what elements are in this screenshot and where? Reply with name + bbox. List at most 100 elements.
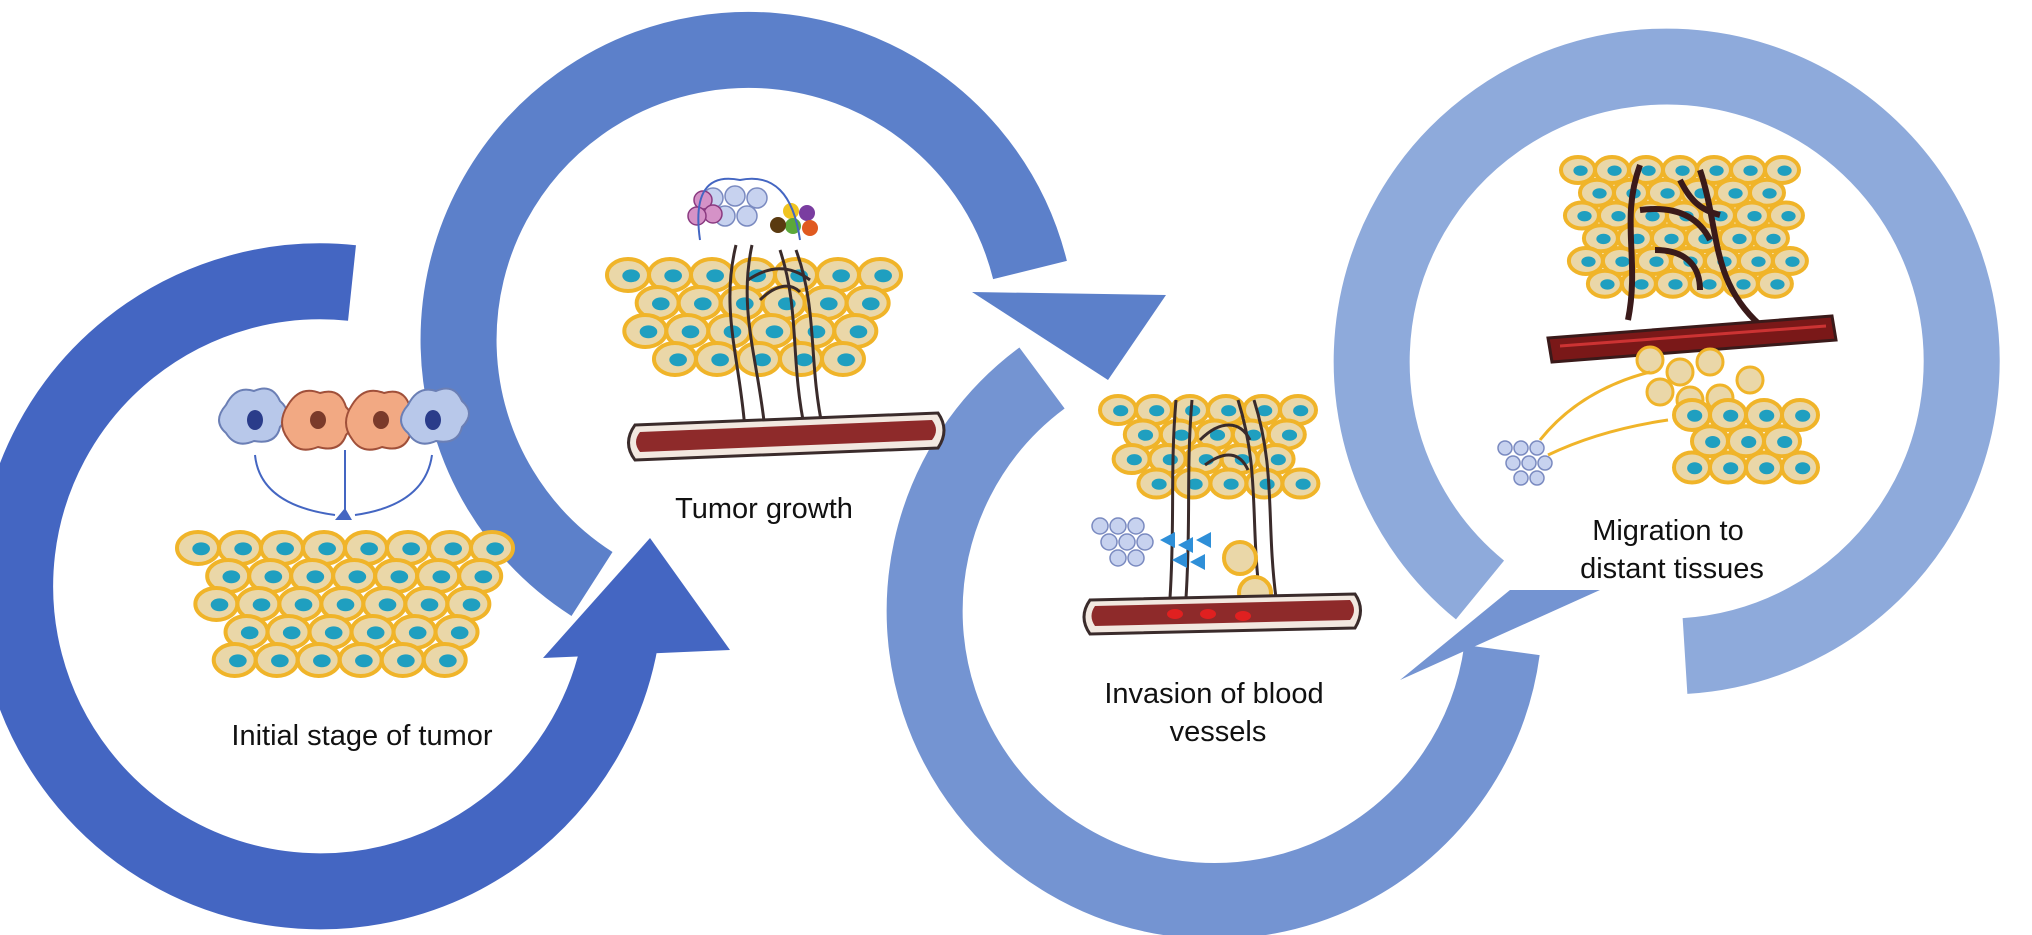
cell-nucleus — [1293, 405, 1309, 417]
cell-nucleus — [1723, 409, 1739, 422]
tumor-cell-cluster — [175, 530, 515, 678]
cell-nucleus — [408, 626, 427, 640]
tumor-growth-illustration — [605, 177, 946, 462]
cell-nucleus — [1759, 409, 1775, 422]
label-migration: Migration to distant tissues — [1580, 515, 1764, 585]
cell-nucleus — [669, 353, 687, 367]
cell-nucleus — [1687, 462, 1703, 475]
cell-nucleus — [1675, 165, 1690, 176]
cell-nucleus — [318, 542, 336, 556]
cell-nucleus — [1649, 256, 1664, 267]
cell-nucleus — [1223, 478, 1239, 490]
cell-nucleus — [1149, 405, 1165, 417]
cell-nucleus — [1641, 165, 1656, 176]
purple-cell — [703, 204, 723, 224]
cell-nucleus — [271, 654, 289, 668]
cell-nucleus — [849, 325, 868, 339]
cell-nucleus — [355, 654, 373, 668]
cell-nucleus — [1743, 165, 1758, 176]
cell-nucleus — [1209, 429, 1226, 441]
distant-tissue-colony — [1672, 398, 1820, 485]
cell-nucleus — [336, 598, 355, 612]
loop-2-arc — [420, 11, 1067, 616]
cell-nucleus — [765, 325, 784, 339]
cell-nucleus — [1785, 256, 1800, 267]
initial-stage-illustration — [175, 387, 515, 678]
cell-nucleus — [1759, 462, 1775, 475]
cell-nucleus — [1611, 210, 1626, 222]
cell-nucleus — [1126, 454, 1142, 466]
cell-nucleus — [1664, 233, 1679, 245]
cell-nucleus — [1645, 210, 1660, 222]
cell-nucleus — [861, 297, 880, 311]
immune-nucleus — [425, 410, 441, 430]
loop-2-arrow — [420, 11, 1166, 616]
mixed-cell — [799, 205, 815, 221]
cell-nucleus — [753, 353, 771, 367]
cell-nucleus — [397, 654, 415, 668]
cell-nucleus — [795, 353, 813, 367]
cell-nucleus — [1221, 405, 1237, 417]
label-invasion: Invasion of blood vessels — [1104, 678, 1331, 748]
cell-nucleus — [1615, 256, 1630, 267]
cell-nucleus — [420, 598, 439, 612]
cell-nucleus — [1766, 233, 1781, 245]
tumor-cell-cluster — [1098, 394, 1321, 500]
cell-nucleus — [1173, 429, 1190, 441]
cell-nucleus — [1770, 279, 1785, 290]
label-tumor-growth: Tumor growth — [675, 493, 853, 525]
loop-1-arrow — [0, 243, 730, 930]
cell-nucleus — [1781, 210, 1796, 222]
mixed-cell — [770, 217, 786, 233]
cell-nucleus — [313, 654, 331, 668]
cell-nucleus — [1281, 429, 1298, 441]
loop-1-arrowhead — [543, 538, 730, 658]
cell-nucleus — [1747, 210, 1762, 222]
stage-labels: Initial stage of tumor Tumor growth Inva… — [231, 493, 1763, 752]
cell-nucleus — [229, 654, 247, 668]
cell-nucleus — [1795, 409, 1811, 422]
cell-nucleus — [444, 542, 462, 556]
cell-nucleus — [276, 542, 294, 556]
cell-nucleus — [1257, 405, 1273, 417]
cell-nucleus — [735, 297, 754, 311]
cell-nucleus — [462, 598, 481, 612]
cell-nucleus — [1702, 279, 1717, 290]
loop-2-arrowhead — [972, 292, 1166, 380]
cell-nucleus — [1723, 462, 1739, 475]
cell-nucleus — [1162, 454, 1178, 466]
cell-nucleus — [832, 269, 850, 283]
loop-4-ring — [1333, 28, 2000, 694]
cell-nucleus — [706, 269, 724, 283]
cell-nucleus — [874, 269, 892, 283]
tumor-cell-cluster — [605, 257, 903, 377]
cell-nucleus — [390, 570, 409, 584]
cell-nucleus — [474, 570, 493, 584]
cell-nucleus — [222, 570, 241, 584]
signal-arrows — [254, 450, 433, 520]
cell-nucleus — [1577, 210, 1592, 222]
cell-nucleus — [1751, 256, 1766, 267]
cell-nucleus — [432, 570, 451, 584]
blood-vessel — [627, 411, 946, 462]
purple-cell — [687, 206, 707, 226]
cell-nucleus — [360, 542, 378, 556]
loop-1-arc — [0, 243, 660, 930]
cell-nucleus — [234, 542, 252, 556]
branched-blood-vessels — [1625, 163, 1763, 328]
signal-cells — [218, 387, 470, 451]
tumor-cell-cluster — [1559, 155, 1809, 299]
cell-nucleus — [252, 598, 271, 612]
signal-connector — [697, 177, 801, 241]
cell-nucleus — [1705, 436, 1721, 448]
cell-nucleus — [1592, 188, 1607, 199]
migration-illustration — [1497, 155, 1838, 486]
cell-nucleus — [378, 598, 397, 612]
cell-nucleus — [651, 297, 670, 311]
cell-nucleus — [439, 654, 457, 668]
cell-nucleus — [240, 626, 259, 640]
cell-nucleus — [486, 542, 504, 556]
cell-nucleus — [1687, 409, 1703, 422]
immune-nucleus — [247, 410, 263, 430]
cell-nucleus — [282, 626, 301, 640]
